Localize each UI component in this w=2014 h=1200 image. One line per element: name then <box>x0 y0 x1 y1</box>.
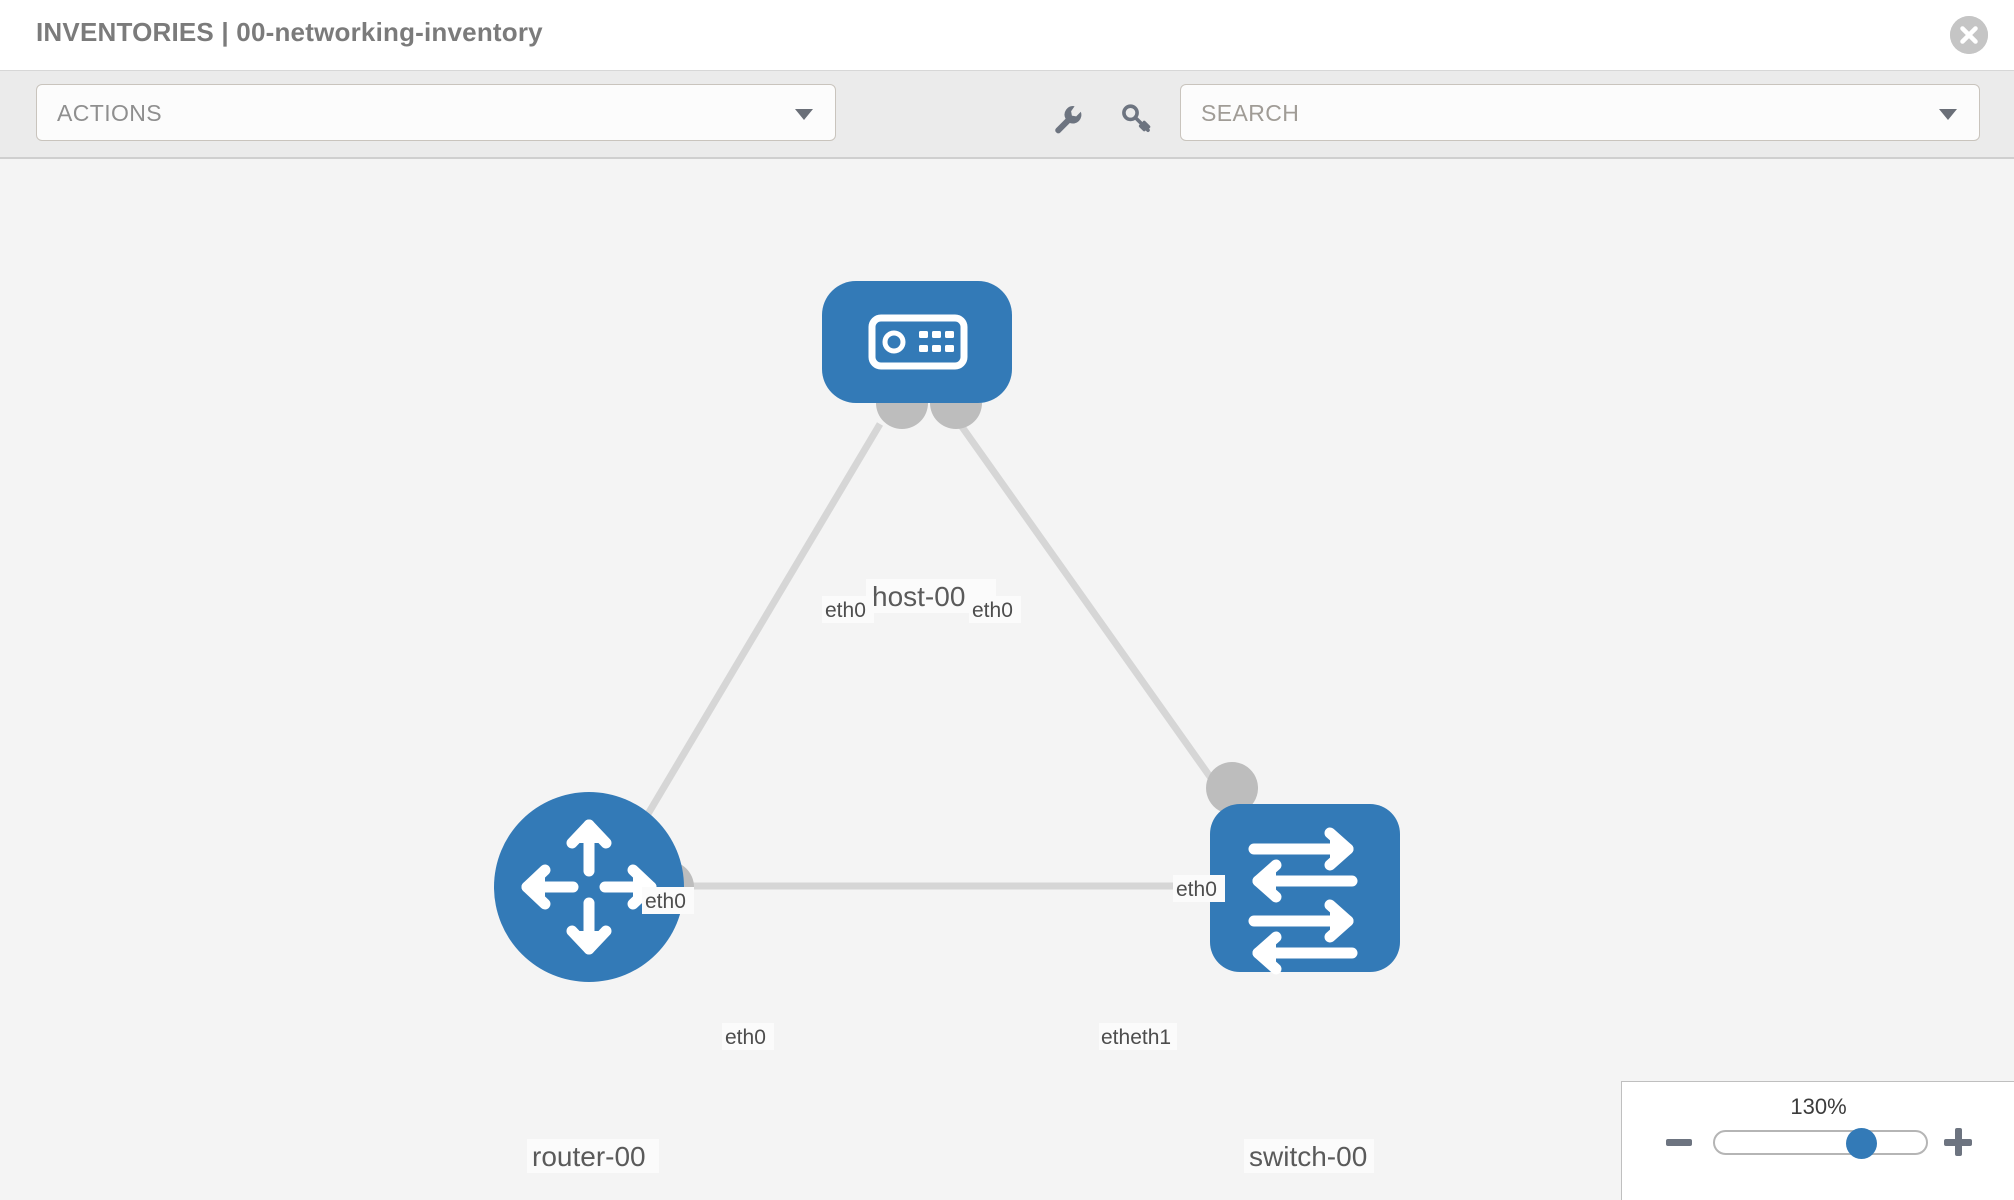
plus-icon[interactable] <box>1944 1128 1972 1156</box>
search-placeholder: SEARCH <box>1201 100 1300 126</box>
iface-handle-host-right[interactable] <box>930 403 982 429</box>
iface-handle-switch-top-left[interactable] <box>1206 762 1258 814</box>
server-icon <box>868 314 968 370</box>
link-host-switch[interactable] <box>957 421 1243 822</box>
close-icon[interactable] <box>1950 16 1988 54</box>
minus-icon[interactable] <box>1666 1139 1692 1146</box>
iface-label-router-right: eth0 <box>725 1026 766 1049</box>
node-label-router-00: router-00 <box>532 1141 646 1172</box>
toolbar: ACTIONS SEARCH <box>0 70 2014 159</box>
node-switch-00[interactable] <box>1210 804 1400 975</box>
search-chevron-down-icon[interactable] <box>1939 109 1957 120</box>
node-host-00[interactable] <box>822 281 1012 403</box>
interface-handles <box>668 403 1258 913</box>
iface-handle-host-left[interactable] <box>876 403 928 429</box>
iface-label-router-up: eth0 <box>645 890 686 913</box>
node-labels: host-00 router-00 switch-00 <box>527 579 1374 1173</box>
iface-label-host-left: eth0 <box>825 599 866 622</box>
interface-labels: eth0 eth0 eth0 eth0 eth0 etheth1 <box>642 596 1225 1050</box>
node-label-host-00: host-00 <box>872 581 965 612</box>
wrench-icon[interactable] <box>1048 99 1086 137</box>
chevron-down-icon <box>795 109 813 120</box>
iface-label-host-right: eth0 <box>972 599 1013 622</box>
node-router-00[interactable] <box>494 792 684 982</box>
key-icon[interactable] <box>1117 99 1155 137</box>
node-label-switch-00: switch-00 <box>1249 1141 1367 1172</box>
iface-label-switch-left: etheth1 <box>1101 1026 1171 1049</box>
page-header: INVENTORIES | 00-networking-inventory <box>0 0 2014 70</box>
zoom-slider-track[interactable] <box>1713 1130 1928 1155</box>
link-host-router[interactable] <box>641 422 884 821</box>
zoom-control-panel: 130% <box>1621 1081 2014 1200</box>
topology-canvas[interactable]: host-00 router-00 switch-00 eth0 eth0 et… <box>0 159 2014 1200</box>
zoom-slider-thumb[interactable] <box>1846 1128 1877 1159</box>
actions-dropdown-label: ACTIONS <box>57 100 163 126</box>
topology-links <box>641 421 1243 890</box>
switch-arrows-icon <box>1248 827 1358 975</box>
search-input[interactable]: SEARCH <box>1180 84 1980 141</box>
router-arrows-icon <box>521 819 657 955</box>
page-title: INVENTORIES | 00-networking-inventory <box>36 17 543 47</box>
iface-label-switch-up: eth0 <box>1176 878 1217 901</box>
actions-dropdown[interactable]: ACTIONS <box>36 84 836 141</box>
zoom-level-value: 130% <box>1790 1094 1847 1119</box>
